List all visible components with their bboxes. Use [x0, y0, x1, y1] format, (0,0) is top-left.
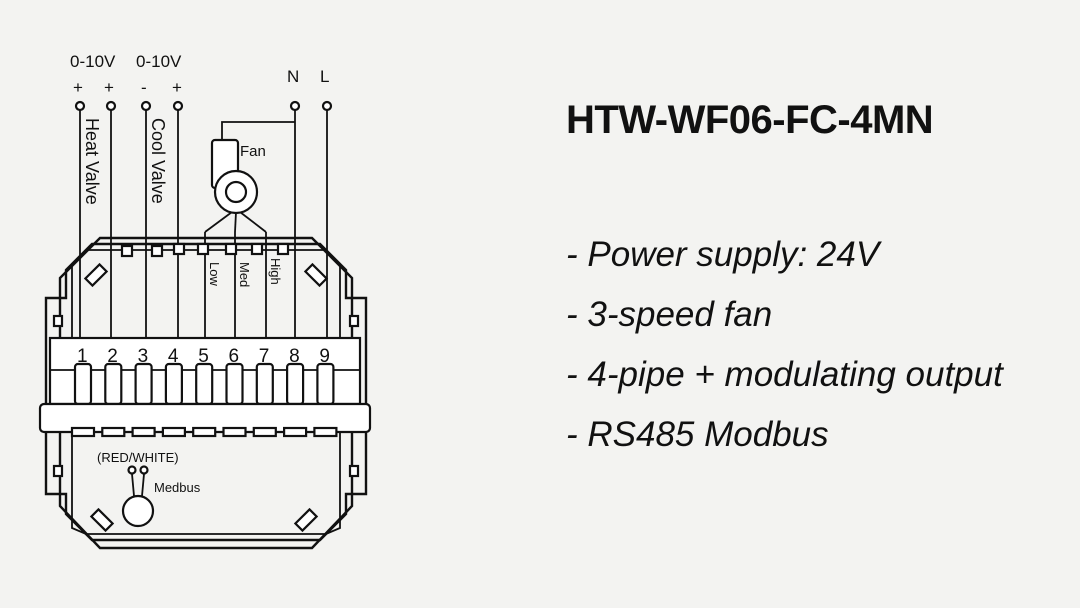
terminal-screw [134, 362, 153, 406]
modbus-connector [121, 465, 155, 528]
terminal-clip [222, 426, 247, 438]
feature-fan-speed: - 3-speed fan [566, 295, 773, 334]
terminal-block [38, 336, 372, 438]
terminal-clip [101, 426, 126, 438]
terminal-number: 9 [319, 346, 330, 367]
fan-motor-symbol [210, 138, 259, 215]
modbus-wire-colors: (RED/WHITE) [97, 450, 179, 465]
line-label: L [320, 67, 329, 86]
terminal-number: 6 [229, 346, 240, 367]
cool-valve-range-label: 0-10V [136, 52, 182, 71]
terminal-screw [164, 362, 183, 406]
terminal-number: 4 [168, 346, 179, 367]
model-number: HTW-WF06-FC-4MN [566, 98, 934, 142]
terminal-screw [195, 362, 214, 406]
feature-power-supply: - Power supply: 24V [566, 235, 880, 274]
terminal-number: 3 [138, 346, 149, 367]
terminal-screw [316, 362, 335, 406]
feature-list: - Power supply: 24V - 3-speed fan - 4-pi… [566, 225, 1066, 465]
terminal-clip [161, 426, 186, 438]
terminal-screw [255, 362, 274, 406]
terminal-clip [313, 426, 338, 438]
terminal-screw [73, 362, 93, 406]
terminal-number: 7 [259, 346, 270, 367]
terminal-screw [286, 362, 305, 406]
terminal-clip [70, 426, 96, 438]
terminal-number: 5 [198, 346, 209, 367]
terminal-screw [104, 362, 123, 406]
low-speed-label: Low [207, 262, 222, 286]
terminal-2-polarity: + [104, 78, 114, 97]
terminal-clip [252, 426, 277, 438]
modbus-label: Medbus [154, 480, 201, 495]
feature-output: - 4-pipe + modulating output [566, 355, 1003, 394]
terminal-1-polarity: + [73, 78, 83, 97]
spec-panel: HTW-WF06-FC-4MN - Power supply: 24V - 3-… [566, 98, 1066, 465]
fan-label: Fan [240, 143, 266, 160]
terminal-number: 1 [77, 346, 88, 367]
med-speed-label: Med [237, 262, 252, 287]
terminal-clip [192, 426, 217, 438]
neutral-label: N [287, 67, 299, 86]
cool-valve-label: Cool Valve [148, 118, 168, 204]
terminal-number: 2 [107, 346, 118, 367]
heat-valve-range-label: 0-10V [70, 52, 116, 71]
wire-ends [74, 100, 333, 112]
terminal-clip [283, 426, 308, 438]
thermostat-housing [44, 236, 368, 550]
terminal-clip [131, 426, 156, 438]
terminal-number: 8 [289, 346, 300, 367]
wiring-diagram: 0-10V 0-10V + + - + N L Fan [38, 52, 372, 550]
terminal-screw [225, 362, 244, 406]
wires [79, 110, 328, 340]
heat-valve-label: Heat Valve [82, 118, 102, 205]
terminal-4-polarity: + [172, 78, 182, 97]
terminal-3-polarity: - [141, 78, 147, 97]
high-speed-label: High [268, 258, 283, 285]
feature-modbus: - RS485 Modbus [566, 415, 829, 454]
